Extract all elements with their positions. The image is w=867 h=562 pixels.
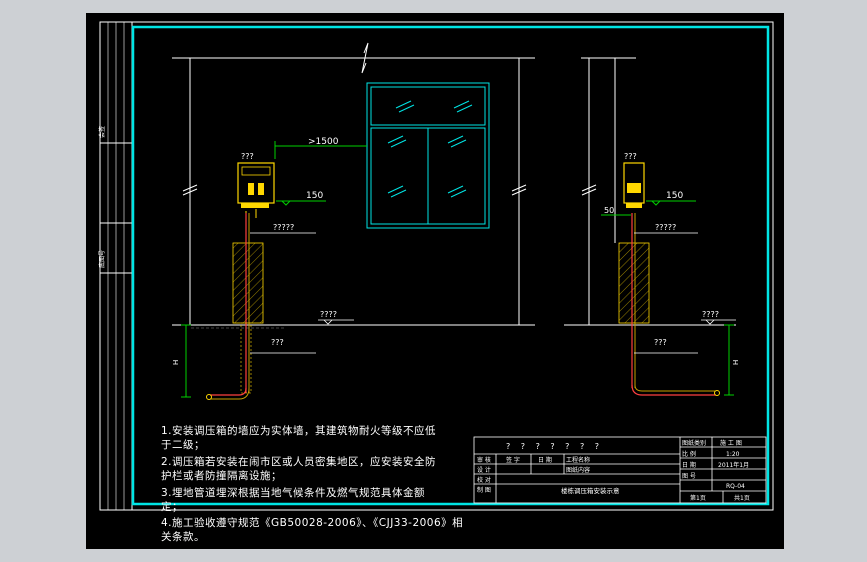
wall-section-left <box>232 242 264 324</box>
drawing-svg: 会签 底图号 <box>98 21 774 511</box>
tb-drawing-title: 楼栋调压箱安装示意 <box>561 486 620 495</box>
tb-sheet: 第1页 <box>690 494 706 502</box>
tb-rval-1: 1:20 <box>726 451 740 458</box>
outer-border <box>99 21 774 511</box>
note-line-3: 2.调压箱若安装在闹市区或人员密集地区，应安装安全防 <box>161 456 437 468</box>
label-wall-left: ????? <box>273 223 294 232</box>
tb-rval-2: 2011年1月 <box>718 461 749 469</box>
tb-rval-0: 施 工 图 <box>720 439 742 447</box>
note-line-7: 4.施工验收遵守规范《GB50028-2006》、《CJJ33-2006》相 <box>161 517 464 529</box>
dim-offset-text: 50 <box>604 206 614 215</box>
depth-left: H <box>172 360 180 365</box>
label-box-right: ??? <box>624 152 637 161</box>
tb-rval-3: RQ-04 <box>726 483 745 490</box>
dim-distance-text: >1500 <box>308 137 339 147</box>
note-line-2: 于二级； <box>161 439 205 451</box>
note-line-6: 定； <box>161 501 183 513</box>
note-line-5: 3.埋地管道埋深根据当地气候条件及燃气规范具体金额 <box>161 487 426 499</box>
note-line-4: 护栏或者防撞隔离设施； <box>161 470 282 482</box>
label-box-left: ??? <box>241 152 254 161</box>
tb-c4: 图纸内容 <box>566 466 590 474</box>
tb-rlabel-1: 比 例 <box>682 450 696 458</box>
depth-dim-right <box>724 324 734 396</box>
left-wall <box>172 42 535 326</box>
note-line-8: 关条款。 <box>161 531 205 543</box>
tb-rlabel-3: 图 号 <box>682 473 696 480</box>
tb-total: 共1页 <box>734 494 750 502</box>
pipe-buried-left <box>210 387 247 396</box>
wall-section-right <box>618 242 650 324</box>
depth-right: H <box>732 360 740 365</box>
dim-height-left-text: 150 <box>306 191 323 201</box>
label-ground-left: ???? <box>320 310 337 319</box>
regulator-box-left <box>237 162 275 223</box>
tb-rlabel-2: 日 期 <box>682 461 696 469</box>
dim-height-right-text: 150 <box>666 191 683 201</box>
cad-canvas: 会签 底图号 <box>86 13 784 549</box>
side-label-top: 会签 <box>98 126 106 138</box>
tb-rlabel-0: 图纸类别 <box>682 439 706 447</box>
tb-header: ? ? ? ? ? ? ? <box>506 442 603 451</box>
pipe-buried-right <box>631 384 716 396</box>
regulator-box-right <box>623 162 645 208</box>
depth-dim-left <box>181 324 191 398</box>
note-line-1: 1.安装调压箱的墙应为实体墙，其建筑物耐火等级不应低 <box>161 425 437 437</box>
label-pipe-left: ??? <box>271 338 284 347</box>
tb-c3: 工程名称 <box>566 456 590 464</box>
tb-c1: 签 字 <box>506 456 520 464</box>
side-label-bottom: 底图号 <box>98 250 106 268</box>
tb-c2: 日 期 <box>538 456 552 464</box>
label-pipe-right: ??? <box>654 338 667 347</box>
window <box>366 82 490 229</box>
dim-distance <box>274 141 367 159</box>
label-wall-right: ????? <box>655 223 676 232</box>
cyan-frame <box>131 25 770 506</box>
tb-row-3: 制 图 <box>477 486 491 494</box>
tb-row-0: 审 核 <box>477 456 491 464</box>
title-block <box>473 436 767 504</box>
tb-row-2: 校 对 <box>477 476 491 484</box>
dim-height-left <box>276 200 326 206</box>
tb-row-1: 设 计 <box>477 466 491 474</box>
right-wall <box>564 57 736 326</box>
label-ground-right: ???? <box>702 310 719 319</box>
